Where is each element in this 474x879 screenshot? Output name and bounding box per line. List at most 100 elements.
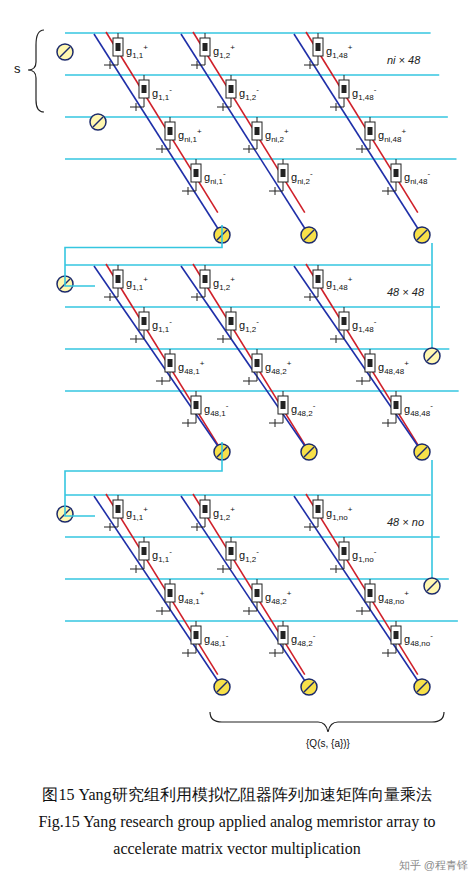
memristor-symbol	[226, 80, 236, 98]
transistor-symbol	[382, 644, 396, 657]
memristor-core	[281, 631, 286, 639]
converter-symbol	[301, 227, 317, 243]
conductance-label: g48,1-	[204, 400, 228, 420]
converter-symbol	[424, 578, 440, 594]
input-brace	[28, 30, 44, 112]
bit-line	[181, 496, 309, 687]
conductance-label: g1,48-	[352, 316, 376, 336]
conductance-label: g48,48-	[404, 400, 433, 420]
transistor-symbol	[217, 330, 231, 343]
bit-line	[94, 34, 222, 235]
conductance-label: gni,2+	[265, 126, 289, 146]
memristor-symbol	[191, 396, 201, 414]
transistor-symbol	[182, 414, 196, 427]
memristor-core	[229, 85, 234, 93]
output-brace	[210, 712, 444, 732]
conductance-label: g1,1-	[152, 84, 172, 104]
cell-lead	[118, 495, 119, 500]
memristor-core	[142, 547, 147, 555]
memristor-symbol	[165, 122, 175, 140]
converter-slash	[417, 682, 427, 692]
converter-symbol	[301, 444, 317, 460]
memristor-symbol	[139, 312, 149, 330]
transistor-symbol	[243, 602, 257, 615]
memristor-symbol	[313, 500, 323, 518]
memristor-core	[229, 547, 234, 555]
conductance-label: g48,2+	[265, 358, 291, 378]
transistor-symbol	[217, 560, 231, 573]
transistor-symbol	[269, 182, 283, 195]
memristor-symbol	[139, 542, 149, 560]
memristor-core	[394, 631, 399, 639]
memristor-core	[116, 505, 121, 513]
conductance-label: g48,2-	[291, 400, 315, 420]
memristor-core	[203, 275, 208, 283]
memristor-core	[168, 127, 173, 135]
converter-slash	[60, 47, 70, 57]
transistor-symbol	[356, 602, 370, 615]
memristor-core	[142, 317, 147, 325]
word-line	[106, 32, 218, 213]
memristor-symbol	[200, 500, 210, 518]
memristor-symbol	[278, 164, 288, 182]
memristor-symbol	[226, 312, 236, 330]
cell-lead	[396, 159, 397, 164]
memristor-core	[203, 505, 208, 513]
transistor-symbol	[156, 602, 170, 615]
conductance-label: g48,no+	[378, 588, 409, 608]
conductance-label: g48,48+	[378, 358, 409, 378]
memristor-symbol	[113, 500, 123, 518]
cell-lead	[257, 117, 258, 122]
converter-symbol	[301, 679, 317, 695]
memristor-symbol	[339, 80, 349, 98]
conductance-label: g1,1+	[126, 504, 148, 524]
transistor-symbol	[304, 288, 318, 301]
memristor-symbol	[165, 584, 175, 602]
memristor-symbol	[113, 270, 123, 288]
bit-line	[94, 496, 222, 687]
cell-lead	[396, 621, 397, 626]
cell-lead	[318, 265, 319, 270]
converter-symbol	[414, 227, 430, 243]
cell-lead	[257, 579, 258, 584]
transistor-symbol	[217, 98, 231, 111]
cell-lead	[196, 621, 197, 626]
cell-lead	[118, 265, 119, 270]
conductance-label: g1,2+	[213, 504, 235, 524]
memristor-core	[368, 589, 373, 597]
converter-symbol	[214, 679, 230, 695]
caption-en: Fig.15 Yang research group applied analo…	[10, 808, 464, 862]
bit-line	[181, 34, 309, 235]
memristor-core	[255, 127, 260, 135]
cell-lead	[396, 391, 397, 396]
transistor-symbol	[104, 288, 118, 301]
memristor-symbol	[226, 542, 236, 560]
conductance-label: g1,1-	[152, 546, 172, 566]
array-layer: ni × 48	[95, 30, 470, 225]
memristor-symbol	[200, 38, 210, 56]
transistor-symbol	[330, 560, 344, 573]
cell-lead	[257, 349, 258, 354]
transistor-symbol	[243, 372, 257, 385]
converter-slash	[93, 117, 103, 127]
conductance-label: g1,1+	[126, 274, 148, 294]
memristor-symbol	[191, 626, 201, 644]
bit-line	[294, 34, 422, 235]
conductance-label: g1,2-	[239, 546, 259, 566]
conductance-label: g48,1-	[204, 630, 228, 650]
row-wire	[65, 264, 431, 266]
memristor-core	[368, 127, 373, 135]
watermark: 知乎 @程青铎	[399, 858, 468, 873]
memristor-core	[255, 359, 260, 367]
memristor-symbol	[339, 312, 349, 330]
conductance-label: g48,1+	[178, 358, 204, 378]
conductance-label: g48,2-	[291, 630, 315, 650]
converter-symbol	[414, 444, 430, 460]
conductance-label: gni,2-	[291, 168, 313, 188]
q-output: {Q(s, {a})}	[306, 738, 350, 749]
array-size: ni × 48	[387, 54, 420, 66]
memristor-core	[255, 589, 260, 597]
memristor-symbol	[365, 354, 375, 372]
memristor-core	[342, 85, 347, 93]
memristor-symbol	[391, 626, 401, 644]
